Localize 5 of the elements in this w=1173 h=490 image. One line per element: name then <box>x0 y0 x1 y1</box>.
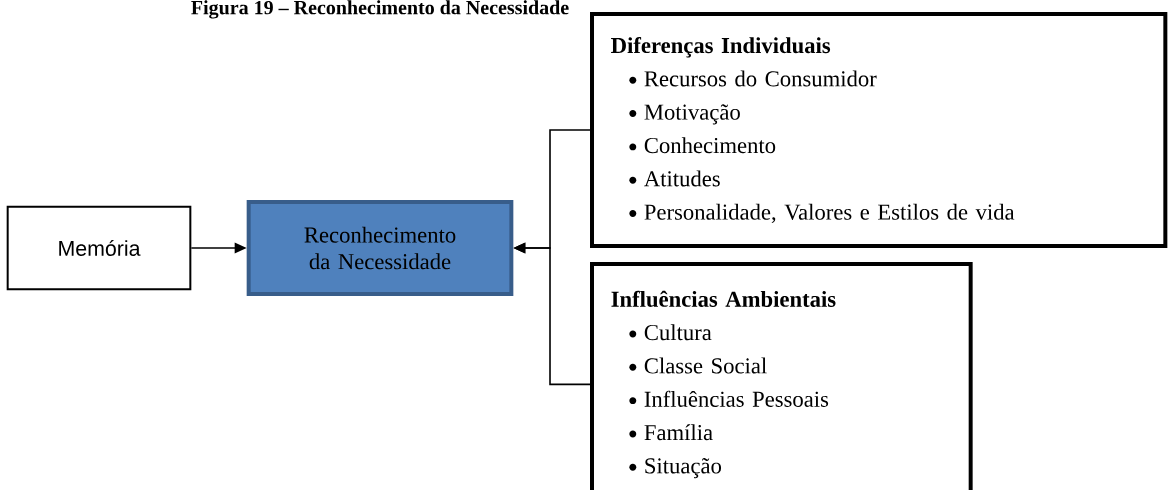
process-box: Memória <box>6 205 192 291</box>
factor-box: Influências Ambientais Cultura Classe Social Influências Pessoais Família Situação <box>590 262 973 490</box>
factor-box: Diferenças Individuais Recursos do Consumidor Motivação Conhecimento Atitudes Personalidade, Valores e Estilos de vida <box>590 12 1168 248</box>
figure-title: Figura 19 – Reconhecimento da Necessidade <box>191 0 569 19</box>
process-box: Reconhecimento da Necessidade <box>246 200 514 296</box>
